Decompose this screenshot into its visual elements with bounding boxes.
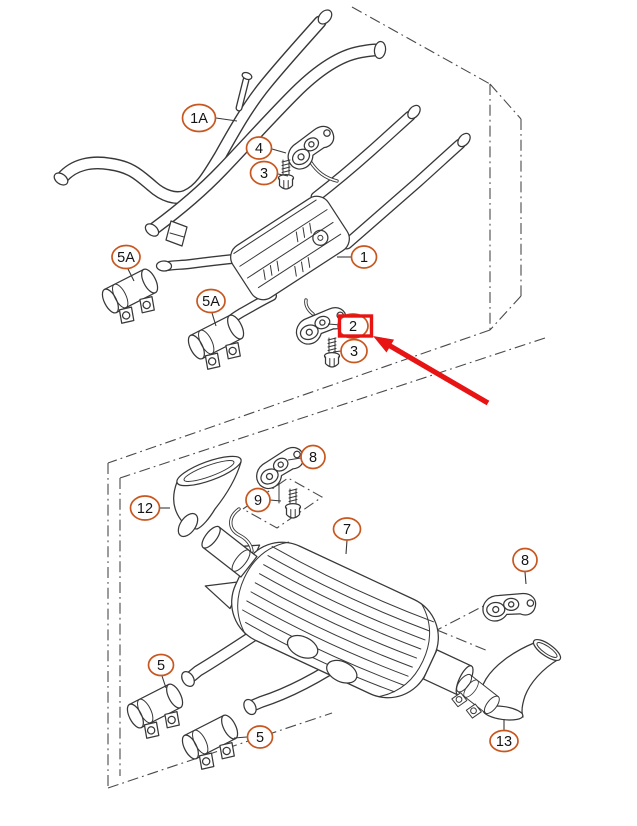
callout-label: 9 [254,493,262,509]
front-silencer-assembly [53,9,471,376]
hanger-tab [165,220,188,247]
highlight-layer [337,314,490,406]
highlight-arrow-shaft [385,341,490,406]
clamp-5-2 [178,712,249,776]
callout-label: 4 [255,141,263,157]
callout-5-14[interactable]: 5 [233,725,274,749]
callout-label: 7 [343,522,351,538]
callout-label: 5A [117,250,135,266]
callout-label: 1A [190,111,208,127]
callout-3-7[interactable]: 3 [332,338,368,364]
clamp-5a-1 [98,266,169,330]
callout-7-11[interactable]: 7 [332,517,362,555]
callout-label: 12 [137,501,153,517]
highlight-arrow-head [373,336,395,353]
mounting-bracket-8-right [478,578,540,636]
callout-label: 5 [157,658,165,674]
callout-3-2[interactable]: 3 [249,160,289,186]
callout-5-13[interactable]: 5 [147,653,175,689]
callout-1-3[interactable]: 1 [337,245,378,269]
callout-label: 3 [350,344,358,360]
callout-label: 5A [202,294,220,310]
callout-label: 5 [256,730,264,746]
callout-5a-4[interactable]: 5A [111,244,141,282]
callout-1a-0[interactable]: 1A [181,103,238,133]
rear-silencer-assembly [123,446,562,776]
highlight-box [337,314,374,338]
callout-8-12[interactable]: 8 [512,547,538,585]
callout-label: 8 [309,450,317,466]
callout-8-9[interactable]: 8 [287,444,326,470]
callout-label: 13 [496,734,512,750]
frame-lines [107,6,546,789]
tailpipe-left-12 [173,455,242,538]
callout-label: 2 [349,319,357,335]
inlet-sleeve [201,525,258,578]
bolt-9 [284,488,302,519]
callout-2-6[interactable]: 2 [327,313,369,339]
callout-label: 1 [360,250,368,266]
center-silencer-body [230,195,350,301]
callout-layer: 1A 4 3 1 5A 5A 2 3 12 8 9 7 8 5 5 13 [111,103,538,753]
callout-5a-5[interactable]: 5A [196,288,226,327]
bolt-3-lower [323,337,341,368]
callout-label: 8 [521,553,529,569]
callout-9-10[interactable]: 9 [245,487,282,513]
clamp-5a-2 [184,312,255,376]
rear-silencer-body [204,541,474,699]
callout-12-8[interactable]: 12 [129,495,171,521]
callout-label: 3 [260,166,268,182]
callout-4-1[interactable]: 4 [245,136,287,160]
clamp-5-1 [123,681,194,745]
callout-13-15[interactable]: 13 [489,719,519,753]
